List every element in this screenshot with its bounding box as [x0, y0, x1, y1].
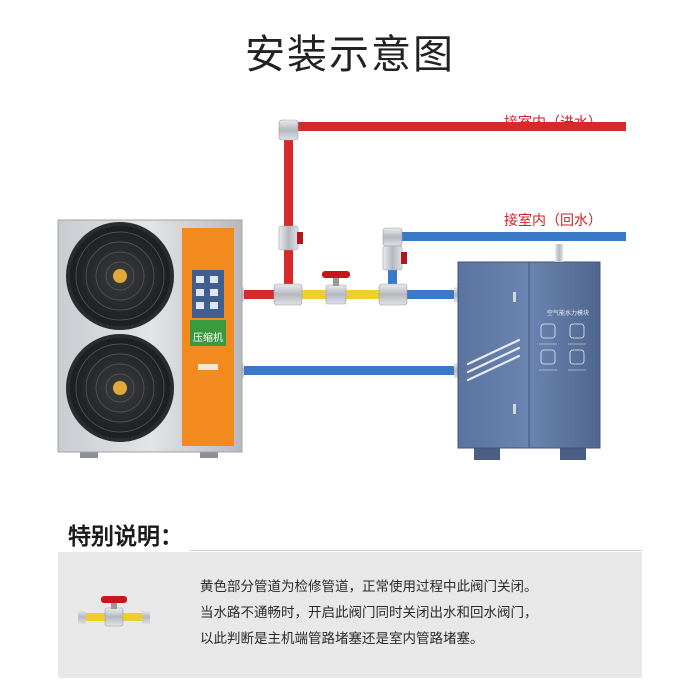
heat-pump-unit: 压缩机: [57, 219, 243, 458]
notes-text: 黄色部分管道为检修管道，正常使用过程中此阀门关闭。 当水路不通畅时，开启此阀门同…: [200, 574, 538, 652]
tank-icon-3: [540, 349, 556, 365]
notes-box: [58, 552, 642, 678]
fan-top: [66, 222, 174, 330]
notes-divider: [190, 550, 642, 551]
supply-elbow: [278, 119, 299, 141]
unit-outlet-pipe: [240, 290, 288, 299]
supply-riser-valve: [278, 225, 303, 251]
supply-tee: [273, 283, 303, 306]
fan-bottom: [66, 334, 174, 442]
tank-icon-4: [569, 349, 585, 365]
hydraulic-module: 空气能水力模块: [457, 244, 601, 460]
notes-heading: 特别说明：: [68, 524, 183, 550]
tank-inlet-pipe: [402, 290, 460, 299]
notes-line-3: 以此判断是主机端管路堵塞还是室内管路堵塞。: [200, 631, 484, 647]
return-tee: [378, 283, 408, 306]
return-riser-valve: [382, 245, 407, 271]
supply-outdoor-pipe: [284, 122, 626, 131]
tank-icon-1: [540, 323, 556, 339]
return-outdoor-pipe: [388, 232, 626, 241]
supply-riser-pipe: [284, 134, 293, 294]
tank-icon-2: [569, 323, 585, 339]
legend-bypass-valve-icon: [78, 596, 150, 627]
lower-return-pipe: [240, 366, 460, 375]
notes-line-2: 当水路不通畅时，开启此阀门同时关闭出水和回水阀门，: [200, 605, 538, 621]
tank-panel-title: 空气能水力模块: [547, 309, 589, 317]
page-title: 安装示意图: [245, 32, 455, 78]
bypass-valve: [322, 271, 350, 305]
notes-line-1: 黄色部分管道为检修管道，正常使用过程中此阀门关闭。: [200, 579, 538, 595]
compressor-label: 压缩机: [193, 331, 223, 344]
return-label: 接室内（回水）: [504, 213, 602, 229]
